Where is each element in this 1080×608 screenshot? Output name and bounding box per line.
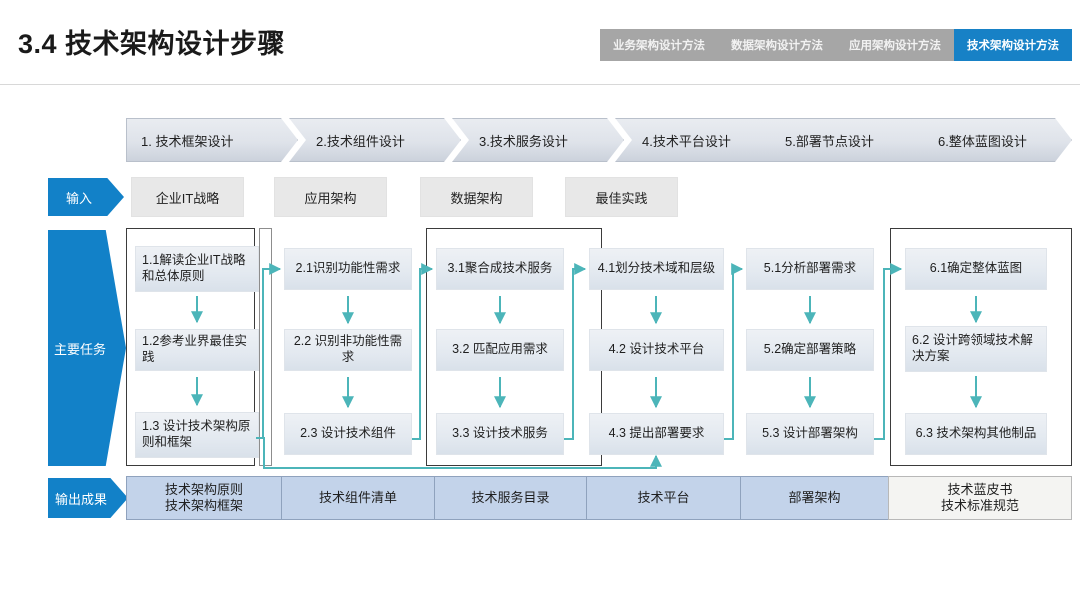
output-cell-5-label: 部署架构	[788, 489, 841, 505]
task-box-2-1-label: 2.1识别功能性需求	[295, 261, 401, 276]
header-divider	[0, 84, 1080, 85]
task-box-1-2[interactable]: 1.2参考业界最佳实践	[135, 329, 259, 371]
output-cell-1[interactable]: 技术架构原则技术架构框架	[126, 476, 281, 520]
output-cell-6[interactable]: 技术蓝皮书技术标准规范	[888, 476, 1072, 520]
tab-technology-architecture[interactable]: 技术架构设计方法	[954, 29, 1072, 61]
task-box-1-1-label: 1.1解读企业IT战略和总体原则	[142, 253, 246, 283]
task-box-4-2-label: 4.2 设计技术平台	[608, 342, 705, 357]
step-chevron-6[interactable]: 6.整体蓝图设计	[911, 118, 1072, 162]
task-box-3-1-label: 3.1聚合成技术服务	[447, 261, 553, 276]
output-cell-5[interactable]: 部署架构	[740, 476, 888, 520]
row-label-main-tasks: 主要任务	[48, 230, 126, 466]
step-chevron-4-label: 4.技术平台设计	[642, 133, 731, 149]
input-box-2-label: 应用架构	[304, 190, 357, 206]
step-chevron-4[interactable]: 4.技术平台设计	[615, 118, 787, 162]
task-box-4-1[interactable]: 4.1划分技术域和层级	[589, 248, 724, 290]
task-box-6-3[interactable]: 6.3 技术架构其他制品	[905, 413, 1047, 455]
output-row: 技术架构原则技术架构框架 技术组件清单 技术服务目录 技术平台 部署架构 技术蓝…	[126, 476, 1072, 520]
input-box-1[interactable]: 企业IT战略	[131, 177, 244, 217]
task-box-2-1[interactable]: 2.1识别功能性需求	[284, 248, 412, 290]
task-box-5-2[interactable]: 5.2确定部署策略	[746, 329, 874, 371]
task-box-3-3-label: 3.3 设计技术服务	[452, 426, 548, 441]
step-chevron-3[interactable]: 3.技术服务设计	[452, 118, 624, 162]
output-cell-4-label: 技术平台	[637, 489, 690, 505]
task-box-3-3[interactable]: 3.3 设计技术服务	[436, 413, 564, 455]
tab-data-architecture[interactable]: 数据架构设计方法	[718, 29, 836, 61]
step-chevron-2[interactable]: 2.技术组件设计	[289, 118, 461, 162]
task-box-2-2-label: 2.2 识别非功能性需求	[293, 334, 403, 364]
task-box-2-3-label: 2.3 设计技术组件	[300, 426, 396, 441]
input-box-4[interactable]: 最佳实践	[565, 177, 678, 217]
task-box-6-1[interactable]: 6.1确定整体蓝图	[905, 248, 1047, 290]
group-frame-gap-1	[259, 228, 272, 466]
row-label-input: 输入	[48, 178, 124, 216]
task-box-6-2[interactable]: 6.2 设计跨领域技术解决方案	[905, 326, 1047, 372]
task-box-6-3-label: 6.3 技术架构其他制品	[915, 426, 1037, 441]
task-box-3-2[interactable]: 3.2 匹配应用需求	[436, 329, 564, 371]
task-box-1-1[interactable]: 1.1解读企业IT战略和总体原则	[135, 246, 259, 292]
step-chevron-1[interactable]: 1. 技术框架设计	[126, 118, 298, 162]
task-box-4-1-label: 4.1划分技术域和层级	[597, 261, 716, 276]
task-box-4-2[interactable]: 4.2 设计技术平台	[589, 329, 724, 371]
row-label-outputs: 输出成果	[48, 478, 128, 518]
step-chevron-6-label: 6.整体蓝图设计	[938, 133, 1027, 149]
task-box-5-3-label: 5.3 设计部署架构	[762, 426, 858, 441]
output-cell-3[interactable]: 技术服务目录	[434, 476, 586, 520]
input-box-4-label: 最佳实践	[595, 190, 648, 206]
main-task-area: 1.1解读企业IT战略和总体原则 1.2参考业界最佳实践 1.3 设计技术架构原…	[126, 228, 1072, 468]
task-box-5-1-label: 5.1分析部署需求	[763, 261, 857, 276]
output-cell-6-label: 技术蓝皮书技术标准规范	[940, 481, 1019, 513]
row-label-input-text: 输入	[65, 190, 92, 206]
output-cell-2[interactable]: 技术组件清单	[281, 476, 434, 520]
task-box-4-3[interactable]: 4.3 提出部署要求	[589, 413, 724, 455]
output-cell-4[interactable]: 技术平台	[586, 476, 740, 520]
page-title: 3.4 技术架构设计步骤	[18, 29, 286, 59]
task-box-2-3[interactable]: 2.3 设计技术组件	[284, 413, 412, 455]
task-box-1-3[interactable]: 1.3 设计技术架构原则和框架	[135, 412, 259, 458]
output-cell-3-label: 技术服务目录	[471, 489, 550, 505]
step-chevron-5-label: 5.部署节点设计	[785, 133, 874, 149]
task-box-6-2-label: 6.2 设计跨领域技术解决方案	[912, 333, 1033, 363]
task-box-5-1[interactable]: 5.1分析部署需求	[746, 248, 874, 290]
task-box-6-1-label: 6.1确定整体蓝图	[929, 261, 1023, 276]
step-chevron-3-label: 3.技术服务设计	[479, 133, 568, 149]
row-label-main-tasks-text: 主要任务	[53, 341, 106, 357]
task-box-5-2-label: 5.2确定部署策略	[763, 342, 857, 357]
task-box-3-1[interactable]: 3.1聚合成技术服务	[436, 248, 564, 290]
step-chevron-5[interactable]: 5.部署节点设计	[758, 118, 930, 162]
tab-business-architecture[interactable]: 业务架构设计方法	[600, 29, 718, 61]
step-chevron-2-label: 2.技术组件设计	[316, 133, 405, 149]
row-label-outputs-text: 输出成果	[54, 491, 107, 507]
input-box-1-label: 企业IT战略	[155, 190, 220, 206]
input-box-3[interactable]: 数据架构	[420, 177, 533, 217]
task-box-3-2-label: 3.2 匹配应用需求	[452, 342, 548, 357]
task-box-4-3-label: 4.3 提出部署要求	[608, 426, 705, 441]
tab-application-architecture[interactable]: 应用架构设计方法	[836, 29, 954, 61]
tab-bar: 业务架构设计方法 数据架构设计方法 应用架构设计方法 技术架构设计方法	[600, 29, 1072, 61]
task-box-1-2-label: 1.2参考业界最佳实践	[142, 334, 247, 364]
input-box-2[interactable]: 应用架构	[274, 177, 387, 217]
step-chevron-1-label: 1. 技术框架设计	[141, 133, 234, 149]
output-cell-1-label: 技术架构原则技术架构框架	[164, 481, 243, 513]
input-box-3-label: 数据架构	[450, 190, 503, 206]
output-cell-2-label: 技术组件清单	[318, 489, 397, 505]
task-box-1-3-label: 1.3 设计技术架构原则和框架	[142, 419, 251, 449]
task-box-2-2[interactable]: 2.2 识别非功能性需求	[284, 329, 412, 371]
task-box-5-3[interactable]: 5.3 设计部署架构	[746, 413, 874, 455]
